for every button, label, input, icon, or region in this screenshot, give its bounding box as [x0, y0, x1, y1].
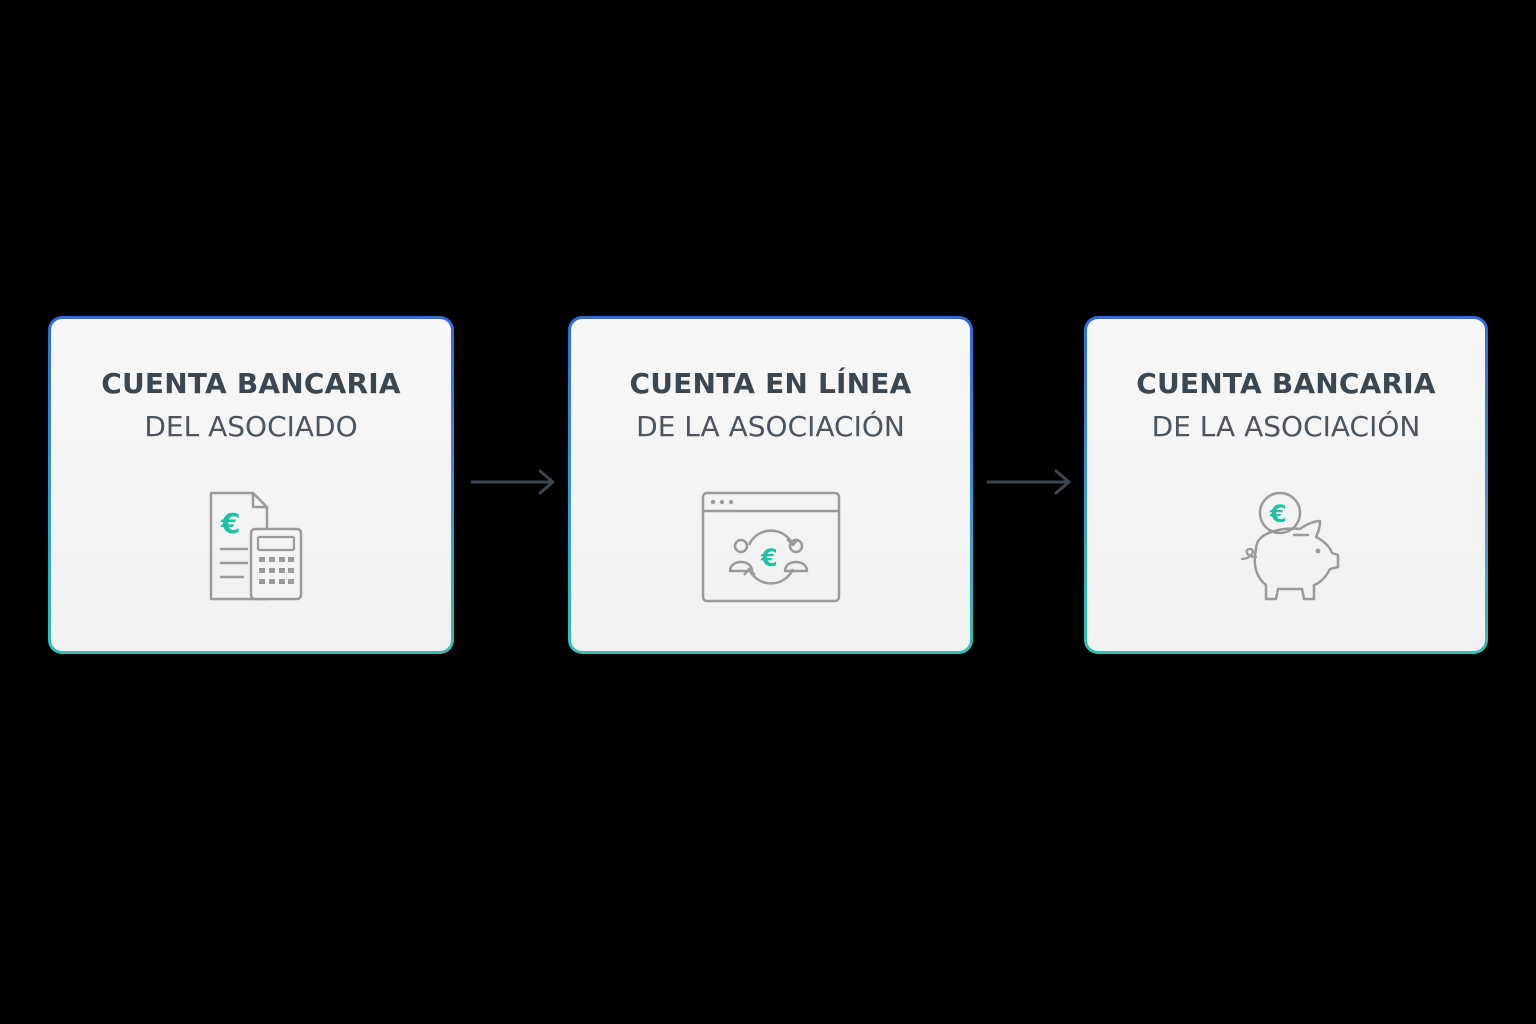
step-title: CUENTA BANCARIA [101, 367, 401, 400]
step-card-member-account: CUENTA BANCARIA DEL ASOCIADO € [48, 316, 454, 654]
browser-transfer-icon: € [701, 491, 840, 603]
arrow-right-icon [986, 469, 1071, 495]
arrow-right-icon [470, 469, 555, 495]
step-card-online-account: CUENTA EN LÍNEA DE LA ASOCIACIÓN € [568, 316, 973, 654]
step-card-body: CUENTA EN LÍNEA DE LA ASOCIACIÓN € [571, 319, 970, 651]
step-card-body: CUENTA BANCARIA DE LA ASOCIACIÓN € [1087, 319, 1485, 651]
piggy-bank-icon: € [1240, 491, 1340, 601]
step-subtitle: DE LA ASOCIACIÓN [1151, 410, 1421, 443]
euro-symbol: € [760, 544, 778, 572]
document-calculator-icon: € [209, 491, 303, 601]
euro-symbol: € [220, 507, 240, 540]
step-title: CUENTA EN LÍNEA [629, 367, 912, 400]
step-subtitle: DEL ASOCIADO [144, 410, 358, 443]
step-card-association-account: CUENTA BANCARIA DE LA ASOCIACIÓN € [1084, 316, 1488, 654]
step-subtitle: DE LA ASOCIACIÓN [636, 410, 905, 443]
euro-symbol: € [1269, 500, 1287, 528]
step-card-body: CUENTA BANCARIA DEL ASOCIADO € [51, 319, 451, 651]
step-title: CUENTA BANCARIA [1136, 367, 1436, 400]
